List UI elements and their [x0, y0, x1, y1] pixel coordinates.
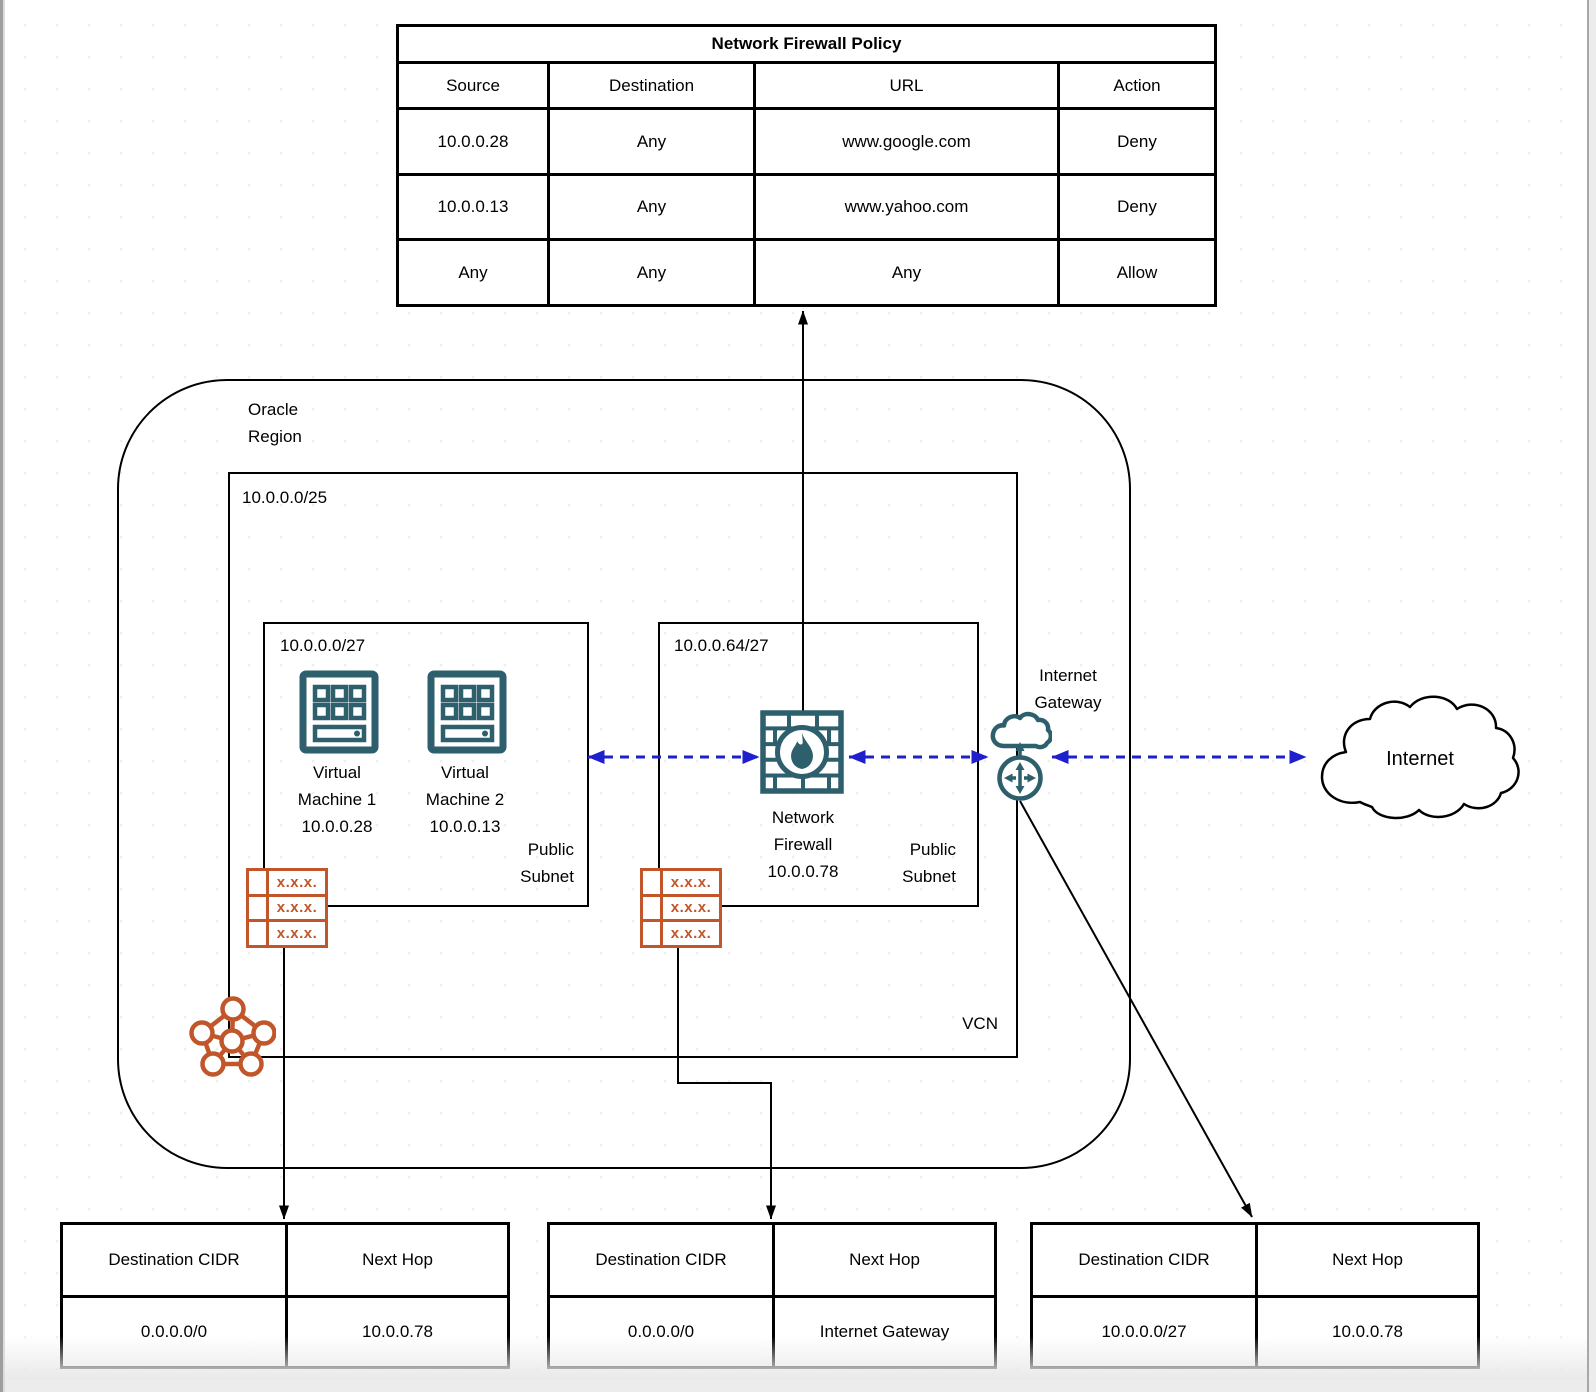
canvas-bottom-fade [0, 1336, 1596, 1380]
internet-cloud: Internet [1308, 688, 1532, 840]
oracle-region-boundary [117, 379, 1131, 1169]
policy-cell: www.yahoo.com [756, 176, 1057, 238]
internet-gateway-icon [988, 710, 1054, 811]
vcn-cidr-label: 10.0.0.0/25 [242, 488, 328, 507]
route-table-header: Next Hop [1258, 1225, 1477, 1295]
policy-cell: 10.0.0.28 [399, 110, 547, 173]
subnet1-route-table-icon: x.x.x. x.x.x. x.x.x. [246, 868, 328, 948]
policy-header-action: Action [1060, 64, 1214, 107]
policy-cell: Any [756, 241, 1057, 304]
policy-header-destination: Destination [550, 64, 753, 107]
vcn-network-icon [188, 994, 277, 1087]
policy-cell: www.google.com [756, 110, 1057, 173]
policy-cell: Deny [1060, 110, 1214, 173]
route-icon-entry: x.x.x. [269, 922, 325, 945]
internet-label: Internet [1386, 748, 1454, 770]
flame-glyph [791, 733, 813, 769]
route-icon-cell [249, 871, 266, 894]
subnet1-cidr-label: 10.0.0.0/27 [280, 636, 366, 655]
route-icon-entry: x.x.x. [663, 922, 719, 945]
network-firewall-icon [760, 710, 844, 799]
vm2-ip: 10.0.0.13 [429, 817, 501, 836]
policy-cell: Any [399, 241, 547, 304]
policy-cell: Any [550, 110, 753, 173]
virtual-machine-icon [299, 670, 379, 754]
vcn-label: VCN [962, 1014, 998, 1033]
policy-header-source: Source [399, 64, 547, 107]
firewall-name: Network Firewall [771, 808, 835, 854]
route-icon-entry: x.x.x. [663, 896, 719, 920]
route-icon-entry: x.x.x. [269, 871, 325, 894]
route-icon-cell [643, 896, 660, 920]
subnet1-boundary [263, 622, 589, 907]
cloud-icon [1320, 695, 1520, 820]
network-firewall-label: Network Firewall 10.0.0.78 [751, 804, 855, 885]
oracle-region-label: Oracle Region [248, 400, 302, 446]
network-graph-icon [189, 996, 277, 1077]
route-table-header: Destination CIDR [63, 1225, 285, 1295]
vm2-name: Virtual Machine 2 [425, 763, 505, 809]
subnet2-public-label: Public Subnet [902, 840, 956, 886]
vm1-icon [299, 670, 379, 759]
route-icon-cell [643, 922, 660, 945]
subnet2-boundary [658, 622, 979, 907]
subnet1-public-label: Public Subnet [520, 840, 574, 886]
window-left-edge-highlight [3, 0, 5, 1392]
policy-header-url: URL [756, 64, 1057, 107]
route-icon-entry: x.x.x. [269, 896, 325, 920]
policy-cell: Deny [1060, 176, 1214, 238]
internet-gateway-label: Internet Gateway [1034, 666, 1102, 712]
vm1-label: Virtual Machine 1 10.0.0.28 [285, 759, 389, 840]
vm1-ip: 10.0.0.28 [301, 817, 373, 836]
route-table-header: Next Hop [288, 1225, 507, 1295]
policy-table-title: Network Firewall Policy [399, 27, 1214, 61]
policy-cell: Any [550, 176, 753, 238]
policy-cell: Any [550, 241, 753, 304]
policy-table: Network Firewall Policy Source Destinati… [396, 24, 1217, 307]
igw-route-arrow [1019, 800, 1253, 1218]
route-icon-cell [249, 896, 266, 920]
scrollbar-track[interactable] [1589, 0, 1596, 1392]
vm1-name: Virtual Machine 1 [297, 763, 377, 809]
firewall-icon [760, 710, 844, 794]
subnet2-cidr-label: 10.0.0.64/27 [674, 636, 769, 655]
subnet2-route-arrow [677, 942, 776, 1220]
gateway-cloud-router-icon [990, 711, 1054, 801]
vm2-label: Virtual Machine 2 10.0.0.13 [413, 759, 517, 840]
route-table-header: Next Hop [775, 1225, 994, 1295]
canvas-bottom-edge [0, 1380, 1596, 1392]
route-icon-cell [249, 922, 266, 945]
firewall-ip: 10.0.0.78 [767, 862, 839, 881]
route-icon-cell [643, 871, 660, 894]
scrollbar-track-border [1587, 0, 1589, 1392]
policy-cell: 10.0.0.13 [399, 176, 547, 238]
route-table-header: Destination CIDR [550, 1225, 772, 1295]
window-left-edge [0, 0, 3, 1392]
virtual-machine-icon [427, 670, 507, 754]
vm2-icon [427, 670, 507, 759]
subnet2-route-table-icon: x.x.x. x.x.x. x.x.x. [640, 868, 722, 948]
route-icon-entry: x.x.x. [663, 871, 719, 894]
policy-cell: Allow [1060, 241, 1214, 304]
route-table-header: Destination CIDR [1033, 1225, 1255, 1295]
